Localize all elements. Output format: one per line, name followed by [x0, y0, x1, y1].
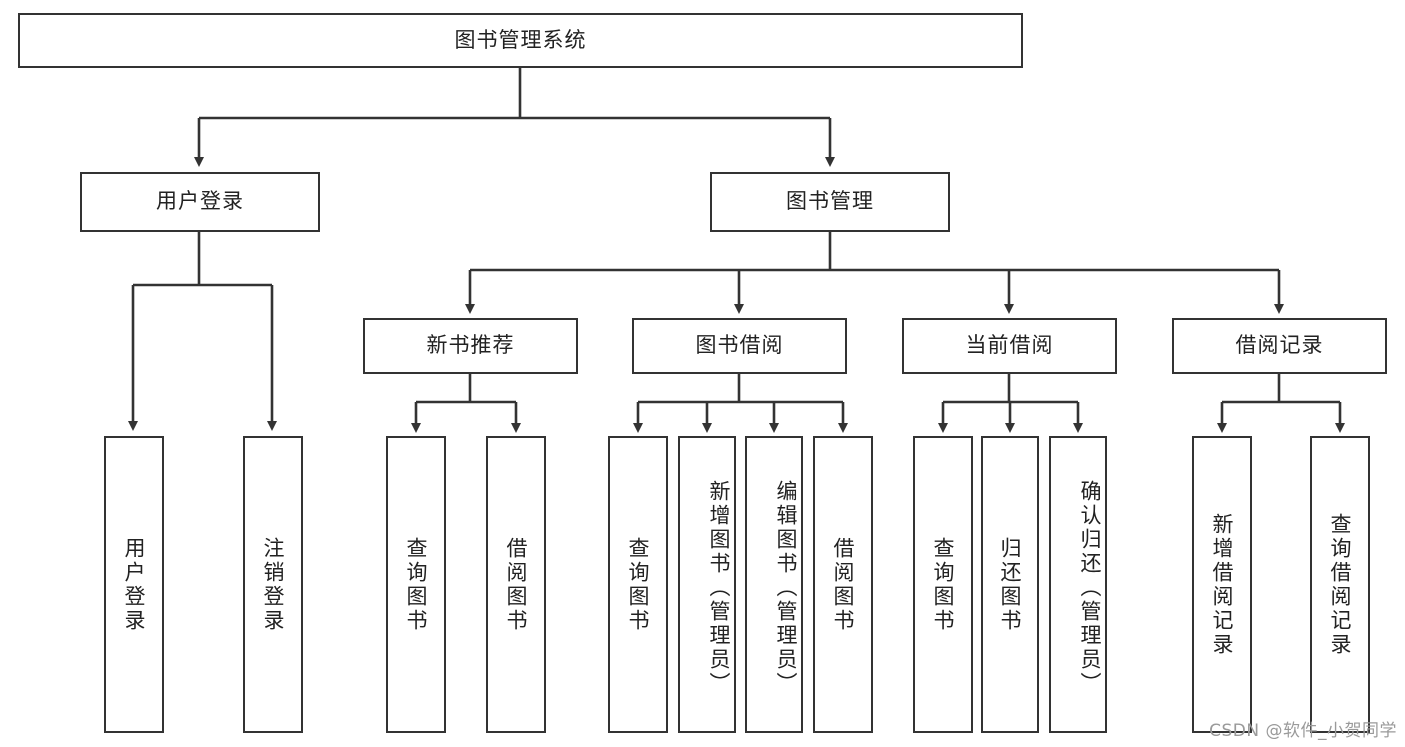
- leaf-recommend-query-book[interactable]: 查询图书: [386, 436, 446, 733]
- leaf-borrow-edit-book[interactable]: 编辑图书（管理员）: [745, 436, 803, 733]
- leaf-borrow-borrow-book-label: 借阅图书: [831, 536, 855, 633]
- csdn-watermark: CSDN @软件_小贺同学: [1209, 721, 1397, 741]
- leaf-user-login-do[interactable]: 用户登录: [104, 436, 164, 733]
- leaf-record-query[interactable]: 查询借阅记录: [1310, 436, 1370, 733]
- leaf-current-confirm-return-label: 确认归还（管理员）: [1078, 479, 1102, 696]
- node-current-borrow-label: 当前借阅: [965, 333, 1054, 358]
- node-root-label: 图书管理系统: [454, 27, 587, 52]
- leaf-borrow-borrow-book[interactable]: 借阅图书: [813, 436, 873, 733]
- leaf-borrow-add-book-label: 新增图书（管理员）: [707, 479, 731, 696]
- node-user-login-label: 用户登录: [156, 189, 244, 214]
- leaf-user-logout[interactable]: 注销登录: [243, 436, 303, 733]
- leaf-current-query-book-label: 查询图书: [931, 536, 955, 633]
- leaf-recommend-borrow-book-label: 借阅图书: [504, 536, 528, 633]
- leaf-current-return-book-label: 归还图书: [998, 536, 1022, 633]
- node-current-borrow[interactable]: 当前借阅: [902, 318, 1117, 374]
- leaf-borrow-add-book[interactable]: 新增图书（管理员）: [678, 436, 736, 733]
- node-borrow-record[interactable]: 借阅记录: [1172, 318, 1387, 374]
- leaf-user-logout-label: 注销登录: [261, 536, 285, 633]
- leaf-user-login-do-label: 用户登录: [122, 536, 146, 633]
- leaf-borrow-query-book-label: 查询图书: [626, 536, 650, 633]
- node-user-login[interactable]: 用户登录: [80, 172, 320, 232]
- leaf-current-confirm-return[interactable]: 确认归还（管理员）: [1049, 436, 1107, 733]
- node-root[interactable]: 图书管理系统: [18, 13, 1023, 68]
- node-book-borrow-label: 图书借阅: [695, 333, 784, 358]
- leaf-borrow-query-book[interactable]: 查询图书: [608, 436, 668, 733]
- node-book-borrow[interactable]: 图书借阅: [632, 318, 847, 374]
- node-book-manage[interactable]: 图书管理: [710, 172, 950, 232]
- leaf-record-query-label: 查询借阅记录: [1328, 512, 1352, 657]
- leaf-recommend-borrow-book[interactable]: 借阅图书: [486, 436, 546, 733]
- leaf-borrow-edit-book-label: 编辑图书（管理员）: [774, 479, 798, 696]
- node-borrow-record-label: 借阅记录: [1235, 333, 1324, 358]
- leaf-current-return-book[interactable]: 归还图书: [981, 436, 1039, 733]
- node-new-book-recommend-label: 新书推荐: [426, 333, 515, 358]
- leaf-record-add-label: 新增借阅记录: [1210, 512, 1234, 657]
- leaf-current-query-book[interactable]: 查询图书: [913, 436, 973, 733]
- node-book-manage-label: 图书管理: [786, 189, 874, 214]
- leaf-record-add[interactable]: 新增借阅记录: [1192, 436, 1252, 733]
- leaf-recommend-query-book-label: 查询图书: [404, 536, 428, 633]
- node-new-book-recommend[interactable]: 新书推荐: [363, 318, 578, 374]
